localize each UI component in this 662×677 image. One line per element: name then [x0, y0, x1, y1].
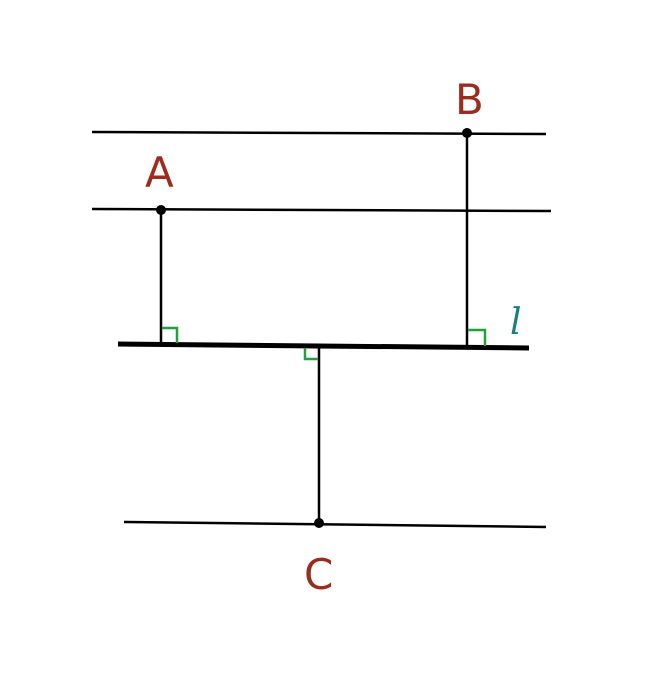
line-l-label: l	[510, 302, 522, 343]
right-angle-marker-c	[303, 348, 318, 361]
point-a-label: A	[145, 148, 174, 197]
parallel-line-through-b	[91, 130, 547, 136]
right-angle-marker-a	[162, 326, 179, 343]
parallel-line-through-c	[123, 520, 547, 529]
point-b-label: B	[455, 75, 484, 124]
line-l	[117, 341, 530, 351]
right-angle-marker-b	[468, 328, 487, 346]
point-c-label: C	[304, 550, 333, 599]
point-c	[314, 518, 324, 528]
point-a	[156, 205, 166, 215]
parallel-line-through-a	[91, 207, 552, 213]
point-b	[462, 128, 472, 138]
